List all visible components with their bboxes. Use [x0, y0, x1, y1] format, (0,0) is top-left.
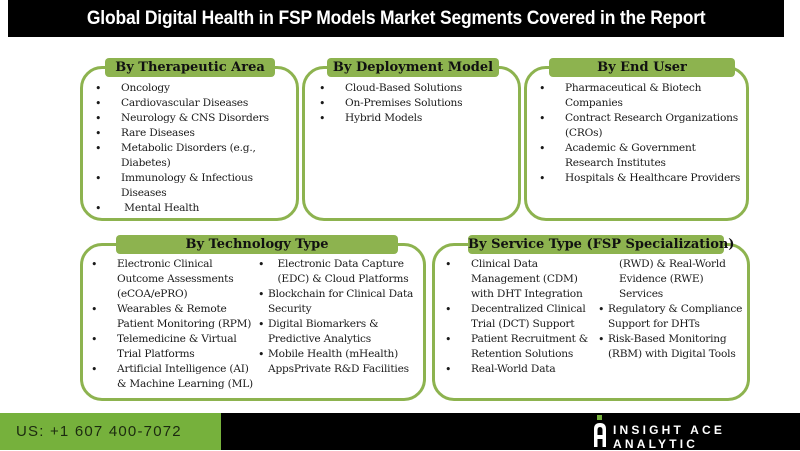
- deployment-model-box: By Deployment Model Cloud-Based Solution…: [302, 58, 521, 221]
- list-item: Immunology & Infectious: [91, 171, 296, 186]
- list-item: Contract Research Organizations: [535, 111, 750, 126]
- brand-name: INSIGHT ACE ANALYTIC: [613, 423, 726, 451]
- end-user-box: By End User Pharmaceutical & Biotech Com…: [524, 58, 750, 221]
- service-type-title: By Service Type (FSP Specialization): [468, 235, 735, 254]
- service-type-list-left: Clinical Data Management (CDM) with DHT …: [441, 257, 601, 377]
- deployment-model-list: Cloud-Based Solutions On-Premises Soluti…: [315, 81, 520, 126]
- list-item-continuation: (CROs): [565, 127, 603, 139]
- list-item-continuation: Diabetes): [121, 157, 171, 169]
- list-item: Artificial Intelligence (AI): [87, 362, 262, 377]
- therapeutic-area-list: Oncology Cardiovascular Diseases Neurolo…: [91, 81, 296, 216]
- list-item: Mobile Health (mHealth): [258, 347, 426, 362]
- list-item-continuation: Research Institutes: [565, 157, 666, 169]
- list-item-continuation: Trial (DCT) Support: [471, 318, 575, 330]
- technology-type-box: By Technology Type Electronic Clinical O…: [80, 235, 426, 401]
- list-item-continuation: Management (CDM): [471, 273, 578, 285]
- insight-ace-logo-icon: [594, 415, 606, 447]
- technology-type-list-left: Electronic Clinical Outcome Assessments …: [87, 257, 262, 392]
- list-item-continuation: Security: [268, 303, 312, 315]
- footer-contact: US: +1 607 400-7072: [0, 413, 221, 450]
- list-item: Pharmaceutical & Biotech: [535, 81, 750, 96]
- page-title: Global Digital Health in FSP Models Mark…: [86, 7, 706, 29]
- list-item-continuation: (RBM) with Digital Tools: [608, 348, 736, 360]
- list-item-continuation: Outcome Assessments: [117, 273, 234, 285]
- list-item: Decentralized Clinical: [441, 302, 601, 317]
- service-type-box: By Service Type (FSP Specialization) Cli…: [432, 235, 750, 401]
- list-item-continuation: Diseases: [121, 187, 167, 199]
- list-item-continuation: (EDC) & Cloud Platforms: [268, 273, 409, 285]
- list-item: Hybrid Models: [315, 111, 520, 126]
- list-item-continuation: AppsPrivate R&D Facilities: [268, 363, 409, 375]
- list-item-continuation: Retention Solutions: [471, 348, 574, 360]
- list-item: On-Premises Solutions: [315, 96, 520, 111]
- list-item: Electronic Clinical: [87, 257, 262, 272]
- service-type-list-right: (RWD) & Real-World Evidence (RWE) Servic…: [598, 257, 750, 362]
- therapeutic-area-title: By Therapeutic Area: [105, 58, 275, 77]
- list-item: Cloud-Based Solutions: [315, 81, 520, 96]
- list-item: Oncology: [91, 81, 296, 96]
- list-item-continuation: Predictive Analytics: [268, 333, 372, 345]
- list-item-continuation: Evidence (RWE): [619, 273, 704, 285]
- technology-type-list-right: Electronic Data Capture (EDC) & Cloud Pl…: [258, 257, 426, 377]
- list-item: Cardiovascular Diseases: [91, 96, 296, 111]
- list-item-continuation: Companies: [565, 97, 623, 109]
- list-item-continuation: Trial Platforms: [117, 348, 195, 360]
- list-item: Metabolic Disorders (e.g.,: [91, 141, 296, 156]
- page-header: Global Digital Health in FSP Models Mark…: [8, 0, 784, 37]
- technology-type-title: By Technology Type: [116, 235, 398, 254]
- list-item: Risk-Based Monitoring: [598, 332, 750, 347]
- footer-brand-bar: INSIGHT ACE ANALYTIC: [221, 413, 800, 451]
- list-item: Wearables & Remote: [87, 302, 262, 317]
- list-item-continuation: (eCOA/ePRO): [117, 288, 188, 300]
- list-item: Regulatory & Compliance: [598, 302, 750, 317]
- list-item: Electronic Data Capture: [258, 257, 426, 272]
- phone-number[interactable]: US: +1 607 400-7072: [16, 423, 182, 440]
- list-item: Clinical Data: [441, 257, 601, 272]
- list-item: Real-World Data: [441, 362, 601, 377]
- list-item: Rare Diseases: [91, 126, 296, 141]
- list-item: Patient Recruitment &: [441, 332, 601, 347]
- list-item-continuation: (RWD) & Real-World: [619, 258, 726, 270]
- list-item-continuation: & Machine Learning (ML): [117, 378, 253, 390]
- list-item-continuation: Patient Monitoring (RPM): [117, 318, 252, 330]
- list-item: Digital Biomarkers &: [258, 317, 426, 332]
- list-item-continuation: Support for DHTs: [608, 318, 700, 330]
- deployment-model-title: By Deployment Model: [327, 58, 499, 77]
- list-item: Blockchain for Clinical Data: [258, 287, 426, 302]
- list-item-continuation: with DHT Integration: [471, 288, 583, 300]
- list-item-continuation: Services: [619, 288, 664, 300]
- list-item: Telemedicine & Virtual: [87, 332, 262, 347]
- list-item: Neurology & CNS Disorders: [91, 111, 296, 126]
- end-user-list: Pharmaceutical & Biotech Companies Contr…: [535, 81, 750, 186]
- therapeutic-area-box: By Therapeutic Area Oncology Cardiovascu…: [80, 58, 299, 221]
- end-user-title: By End User: [549, 58, 735, 77]
- list-item: Hospitals & Healthcare Providers: [535, 171, 750, 186]
- list-item: Academic & Government: [535, 141, 750, 156]
- list-item: Mental Health: [91, 201, 296, 216]
